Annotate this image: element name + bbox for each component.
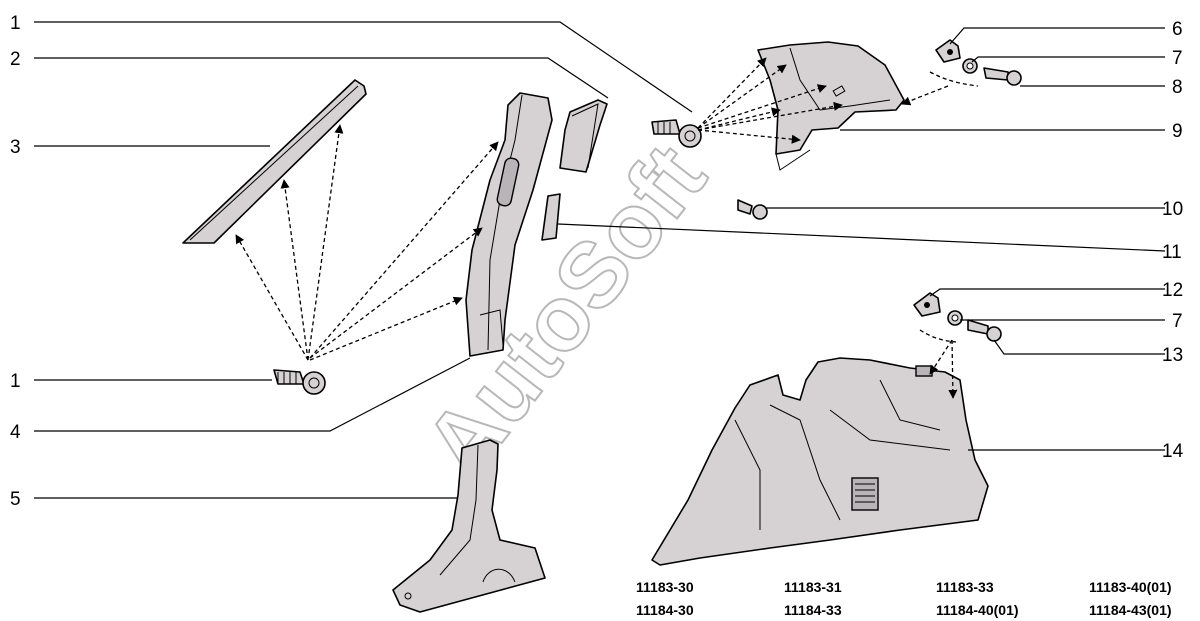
model-code: 11183-33 <box>936 579 994 595</box>
b-pillar-upper-trim-part <box>465 92 553 357</box>
screw-icon <box>983 67 1022 86</box>
a-pillar-trim-part <box>182 79 367 244</box>
luggage-side-trim-part <box>651 357 989 566</box>
callout-1-top: 1 <box>10 13 21 34</box>
callout-9: 9 <box>1172 121 1183 142</box>
dashed-arrow-icon <box>235 57 979 399</box>
callout-6: 6 <box>1172 19 1183 40</box>
push-clip-icon <box>651 119 702 148</box>
washer-icon <box>962 58 978 74</box>
callout-13: 13 <box>1162 345 1183 366</box>
model-code: 11184-40(01) <box>936 602 1019 618</box>
quarter-trim-upper-part <box>757 41 905 171</box>
model-code: 11183-31 <box>784 579 842 595</box>
callout-7-bottom: 7 <box>1172 311 1183 332</box>
callout-14: 14 <box>1162 441 1184 462</box>
screw-icon <box>737 199 768 220</box>
washer-icon <box>947 310 963 326</box>
model-code: 11183-30 <box>636 579 694 595</box>
push-clip-icon <box>273 369 326 395</box>
pillar-cap-part <box>559 99 608 173</box>
callout-10: 10 <box>1162 199 1183 220</box>
model-code: 11184-33 <box>784 602 842 618</box>
callout-8: 8 <box>1172 77 1183 98</box>
leader-lines <box>34 21 1166 499</box>
model-code: 11183-40(01) <box>1089 579 1172 595</box>
spring-nut-icon <box>935 39 961 63</box>
model-code: 11184-30 <box>636 602 694 618</box>
callout-1-bottom: 1 <box>10 371 21 392</box>
callout-11: 11 <box>1162 242 1182 263</box>
spring-nut-icon <box>913 292 941 317</box>
callout-2: 2 <box>10 49 21 70</box>
callout-labels: 1 2 3 1 4 5 6 7 8 9 10 11 12 7 13 14 <box>10 13 1184 510</box>
b-pillar-lower-trim-part <box>392 439 546 613</box>
model-codes: 11183-30 11183-31 11183-33 11183-40(01) … <box>636 579 1172 618</box>
callout-4: 4 <box>10 422 21 443</box>
watermark-text: AutoSoft <box>406 127 725 496</box>
screw-icon <box>967 319 1002 342</box>
model-code: 11184-43(01) <box>1089 602 1172 618</box>
callout-3: 3 <box>10 137 21 158</box>
callout-12: 12 <box>1162 280 1183 301</box>
callout-5: 5 <box>10 489 21 510</box>
pad-part <box>541 193 561 241</box>
callout-7-top: 7 <box>1172 48 1183 69</box>
